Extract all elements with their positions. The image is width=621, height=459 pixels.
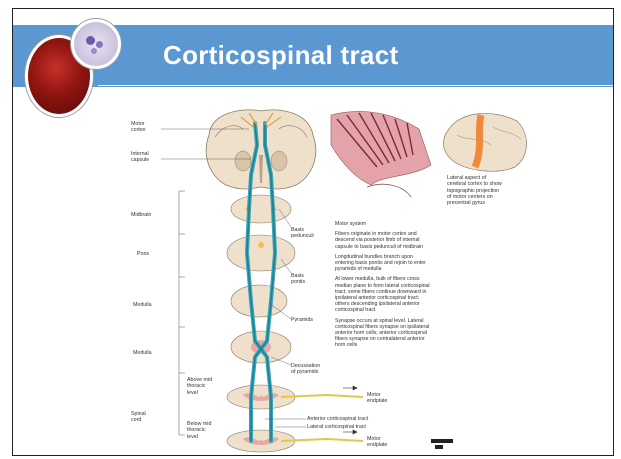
- brain-coronal-section: [206, 110, 316, 189]
- anatomy-illustration: [131, 105, 531, 456]
- label-lateral-aspect: Lateral aspect of cerebral cortex to sho…: [447, 175, 502, 206]
- brainstem-sections: [227, 195, 295, 452]
- panel-paragraph: At lower medulla, bulk of fibers cross m…: [335, 276, 431, 313]
- label-pyramids: Pyramids: [291, 317, 313, 323]
- slide: Corticospinal tract: [12, 8, 614, 456]
- level-spinal-cord: Spinal cord: [131, 411, 146, 424]
- title-divider: [98, 85, 613, 86]
- level-pons: Pons: [137, 251, 149, 257]
- level-brackets: [179, 191, 185, 435]
- label-below-mid-thoracic: Below mid thoracic level: [187, 421, 211, 440]
- panel-paragraph: Fibers originate in motor cortex and des…: [335, 231, 431, 250]
- label-motor-endplate-2: Motor endplate: [367, 436, 387, 449]
- label-lateral-corticospinal-tract: Lateral corticospinal tract: [307, 424, 366, 430]
- level-medulla-lower: Medulla: [133, 350, 152, 356]
- cells-logo-image: [71, 19, 121, 69]
- label-decussation: Decussation of pyramids: [291, 363, 320, 376]
- level-midbrain: Midbrain: [131, 212, 151, 218]
- label-motor-endplate-1: Motor endplate: [367, 392, 387, 405]
- label-above-mid-thoracic: Above mid thoracic level: [187, 377, 212, 396]
- label-anterior-corticospinal-tract: Anterior corticospinal tract: [307, 416, 368, 422]
- label-basis-pontis: Basis pontis: [291, 273, 305, 286]
- cell-dot: [96, 41, 103, 48]
- cell-dot: [86, 36, 95, 45]
- motor-homunculus: [331, 111, 431, 197]
- panel-paragraph: Synapse occurs at spinal level. Lateral …: [335, 318, 431, 349]
- panel-heading: Motor system: [335, 221, 431, 227]
- corticospinal-tract-figure: Motor cortex Internal capsule Midbrain P…: [131, 105, 531, 456]
- label-motor-cortex: Motor cortex: [131, 121, 145, 134]
- label-basis-pedunculi: Basis pedunculi: [291, 227, 314, 240]
- label-internal-capsule: Internal capsule: [131, 151, 149, 164]
- lateral-cortex: [443, 113, 526, 171]
- panel-paragraph: Longitudinal bundles branch upon enterin…: [335, 254, 431, 273]
- motor-system-panel: Motor system Fibers originate in motor c…: [335, 221, 431, 353]
- cell-dot: [91, 48, 97, 54]
- artist-signature: [431, 439, 453, 449]
- level-medulla-upper: Medulla: [133, 302, 152, 308]
- slide-title: Corticospinal tract: [163, 40, 398, 71]
